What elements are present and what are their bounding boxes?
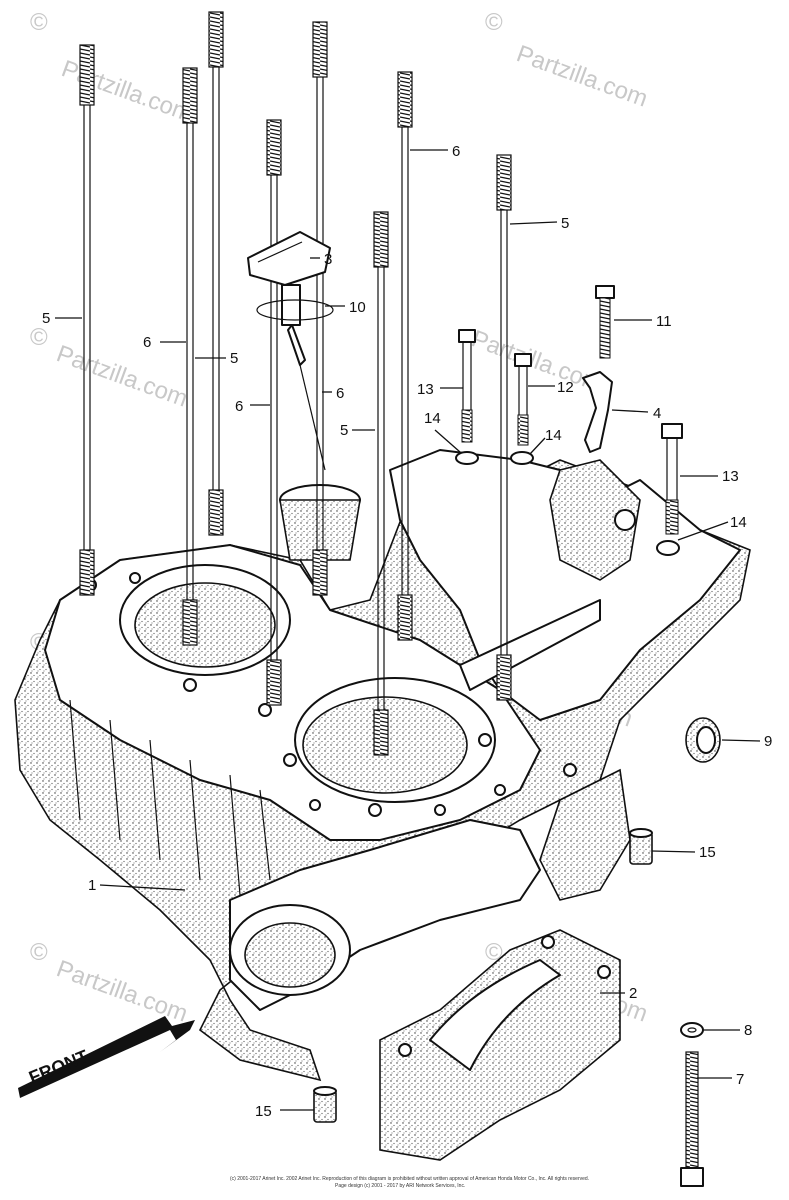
callout-6-center: 6 bbox=[336, 385, 344, 402]
footer-line-2: Page design (c) 2001 - 2017 by ARI Netwo… bbox=[335, 1183, 465, 1189]
watermark-copyright-bl: © bbox=[30, 939, 48, 966]
o-ring bbox=[256, 299, 334, 321]
callout-12: 12 bbox=[557, 379, 574, 396]
callout-6-left: 6 bbox=[143, 334, 151, 351]
bolt-11 bbox=[595, 285, 615, 359]
dowel-pin-upper bbox=[629, 828, 653, 865]
watermark-text-bl: Partzilla.com bbox=[53, 955, 191, 1027]
watermark-copyright-tl: © bbox=[30, 9, 48, 36]
front-label: FRONT bbox=[26, 1046, 91, 1088]
watermark-text-tl: Partzilla.com bbox=[58, 55, 196, 127]
callout-2: 2 bbox=[629, 985, 637, 1002]
callout-10: 10 bbox=[349, 299, 366, 316]
bracket-clip bbox=[582, 371, 613, 453]
callout-4: 4 bbox=[653, 405, 661, 422]
oil-filler-cap bbox=[247, 231, 331, 471]
washers-14 bbox=[455, 451, 680, 556]
cylinder-studs bbox=[79, 11, 512, 756]
crank-bearing-cap bbox=[379, 929, 621, 1161]
watermark-text-tr: Partzilla.com bbox=[513, 40, 651, 112]
watermark-text-mr: Partzilla.com bbox=[468, 325, 606, 397]
callout-5-center: 5 bbox=[340, 422, 348, 439]
bolt-13-lower bbox=[661, 423, 683, 535]
leader-lines bbox=[55, 149, 761, 1111]
callout-14-left: 14 bbox=[424, 410, 441, 427]
washer-8 bbox=[680, 1022, 704, 1038]
callout-8: 8 bbox=[744, 1022, 752, 1039]
callout-6-top: 6 bbox=[452, 143, 460, 160]
bolt-7 bbox=[680, 1051, 704, 1187]
callout-1: 1 bbox=[88, 877, 96, 894]
watermark-text-ml: Partzilla.com bbox=[53, 340, 191, 412]
stud-thread-top bbox=[79, 44, 95, 106]
callout-14-right: 14 bbox=[730, 514, 747, 531]
callout-5-right: 5 bbox=[561, 215, 569, 232]
callout-3: 3 bbox=[324, 251, 332, 268]
bolt-12 bbox=[514, 353, 532, 446]
front-arrow-indicator: FRONT bbox=[18, 1016, 195, 1098]
callout-13-upper: 13 bbox=[417, 381, 434, 398]
watermark-copyright-ml: © bbox=[30, 324, 48, 351]
callout-14-mid: 14 bbox=[545, 427, 562, 444]
callout-15-upper: 15 bbox=[699, 844, 716, 861]
watermark-copyright-tr: © bbox=[485, 9, 503, 36]
callout-5-mid: 5 bbox=[230, 350, 238, 367]
callout-9: 9 bbox=[764, 733, 772, 750]
callout-13-lower: 13 bbox=[722, 468, 739, 485]
footer-line-1: (c) 2001-2017 Arinet Inc. 2002 Arinet In… bbox=[230, 1176, 589, 1182]
bolt-13-upper bbox=[458, 329, 476, 443]
callout-6-mid: 6 bbox=[235, 398, 243, 415]
callout-7: 7 bbox=[736, 1071, 744, 1088]
oil-seal bbox=[685, 717, 721, 763]
crankcase-upper bbox=[14, 449, 751, 1082]
dowel-pin-lower bbox=[313, 1086, 337, 1123]
callout-11: 11 bbox=[656, 313, 672, 330]
callout-15-lower: 15 bbox=[255, 1103, 272, 1120]
callout-labels: 1 2 3 4 5 5 5 5 6 6 6 6 7 8 9 10 11 12 1… bbox=[42, 143, 772, 1120]
callout-5-left: 5 bbox=[42, 310, 50, 327]
footer-copyright: (c) 2001-2017 Arinet Inc. 2002 Arinet In… bbox=[230, 1176, 589, 1189]
